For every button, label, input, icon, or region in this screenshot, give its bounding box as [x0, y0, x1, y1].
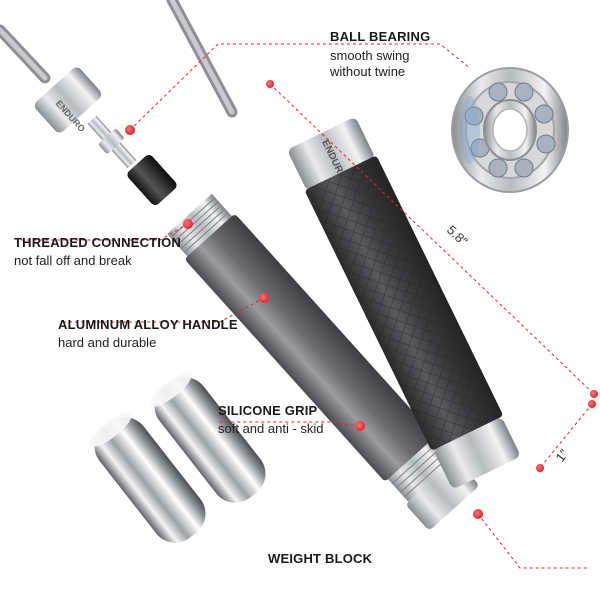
dot-weight — [473, 509, 483, 519]
weight-block-2 — [149, 372, 266, 503]
grip-desc: soft and anti - skid — [218, 420, 324, 436]
dot-ball-bearing — [125, 125, 135, 135]
weight-title: WEIGHT BLOCK — [268, 551, 373, 566]
dot-aluminum — [259, 293, 269, 303]
threaded-desc: not fall off and break — [14, 252, 132, 268]
aluminum-title: ALUMINUM ALLOY HANDLE — [58, 317, 238, 332]
ball-bearing-illustration — [451, 67, 569, 193]
callout-threaded-connection: THREADED CONNECTION not fall off and bre… — [14, 235, 182, 269]
dot-length-bottom — [590, 390, 598, 398]
grip-title: SILICONE GRIP — [218, 403, 318, 418]
rope-left — [0, 24, 51, 84]
callout-silicone-grip: SILICONE GRIP soft and anti - skid — [218, 403, 324, 437]
dot-threaded — [183, 219, 193, 229]
assembled-handle: ENDURO — [288, 118, 519, 488]
callout-aluminum-handle: ALUMINUM ALLOY HANDLE hard and durable — [58, 317, 238, 351]
callout-dots — [125, 80, 598, 519]
aluminum-desc: hard and durable — [58, 334, 157, 350]
callout-ball-bearing: BALL BEARING smooth swing without twine — [330, 29, 431, 80]
callout-weight-block: WEIGHT BLOCK — [268, 551, 373, 567]
rope-right — [166, 0, 238, 118]
dot-diam-top — [588, 400, 596, 408]
ball-bearing-desc-1: smooth swing — [330, 47, 410, 63]
ball-bearing-desc-2: without twine — [330, 63, 406, 79]
dot-diam-bottom — [536, 464, 544, 472]
threaded-title: THREADED CONNECTION — [14, 235, 182, 250]
dot-grip — [355, 421, 365, 431]
leader-lines — [20, 43, 595, 569]
weight-block-1 — [89, 412, 206, 543]
ball-bearing-title: BALL BEARING — [330, 29, 431, 44]
dot-length-top — [266, 80, 274, 88]
